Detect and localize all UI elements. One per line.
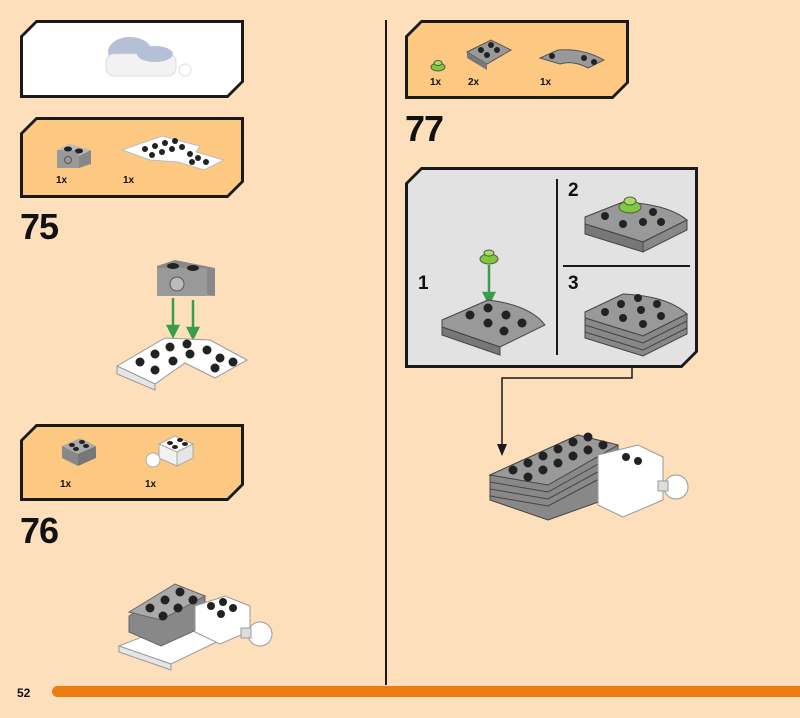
part-qty: 1x <box>540 77 552 88</box>
parts-box-step-77: 1x 2x 1x <box>405 20 629 99</box>
technic-brick-icon <box>55 142 95 172</box>
preview-model-image <box>100 30 200 90</box>
parts-box-step-76: 1x 1x <box>20 424 244 501</box>
part-qty: 1x <box>60 479 72 490</box>
substep-label: 2 <box>568 180 579 201</box>
part-qty: 1x <box>145 479 157 490</box>
part-qty: 1x <box>123 175 135 186</box>
step-number: 77 <box>405 108 444 149</box>
step-76-illustration <box>117 583 273 671</box>
round-plate-lime-icon <box>430 58 446 72</box>
page-footer-bar <box>52 686 800 697</box>
substep-1-illustration <box>440 245 550 357</box>
preview-panel <box>20 20 244 98</box>
substep-2-illustration <box>583 192 693 252</box>
brick-with-ball-icon <box>145 434 195 470</box>
part-qty: 2x <box>468 77 480 88</box>
substep-3-illustration <box>583 282 693 357</box>
substep-divider <box>556 179 558 355</box>
brick-2x2-icon <box>60 436 100 468</box>
step-number: 75 <box>20 206 59 247</box>
plate-gray-icon <box>465 38 515 74</box>
substep-divider <box>563 265 690 267</box>
substep-panel: 1 2 3 <box>405 167 698 368</box>
part-qty: 1x <box>430 77 442 88</box>
curved-plate-icon <box>538 48 608 74</box>
substep-label: 1 <box>418 273 429 294</box>
step-number: 76 <box>20 510 59 551</box>
corner-plate-icon <box>120 132 230 172</box>
step-75-illustration <box>115 260 249 391</box>
part-qty: 1x <box>56 175 68 186</box>
column-divider <box>385 20 387 685</box>
substep-label: 3 <box>568 273 579 294</box>
page-number: 52 <box>17 686 31 700</box>
step-77-illustration <box>488 432 689 521</box>
parts-box-step-75: 1x 1x <box>20 117 244 198</box>
